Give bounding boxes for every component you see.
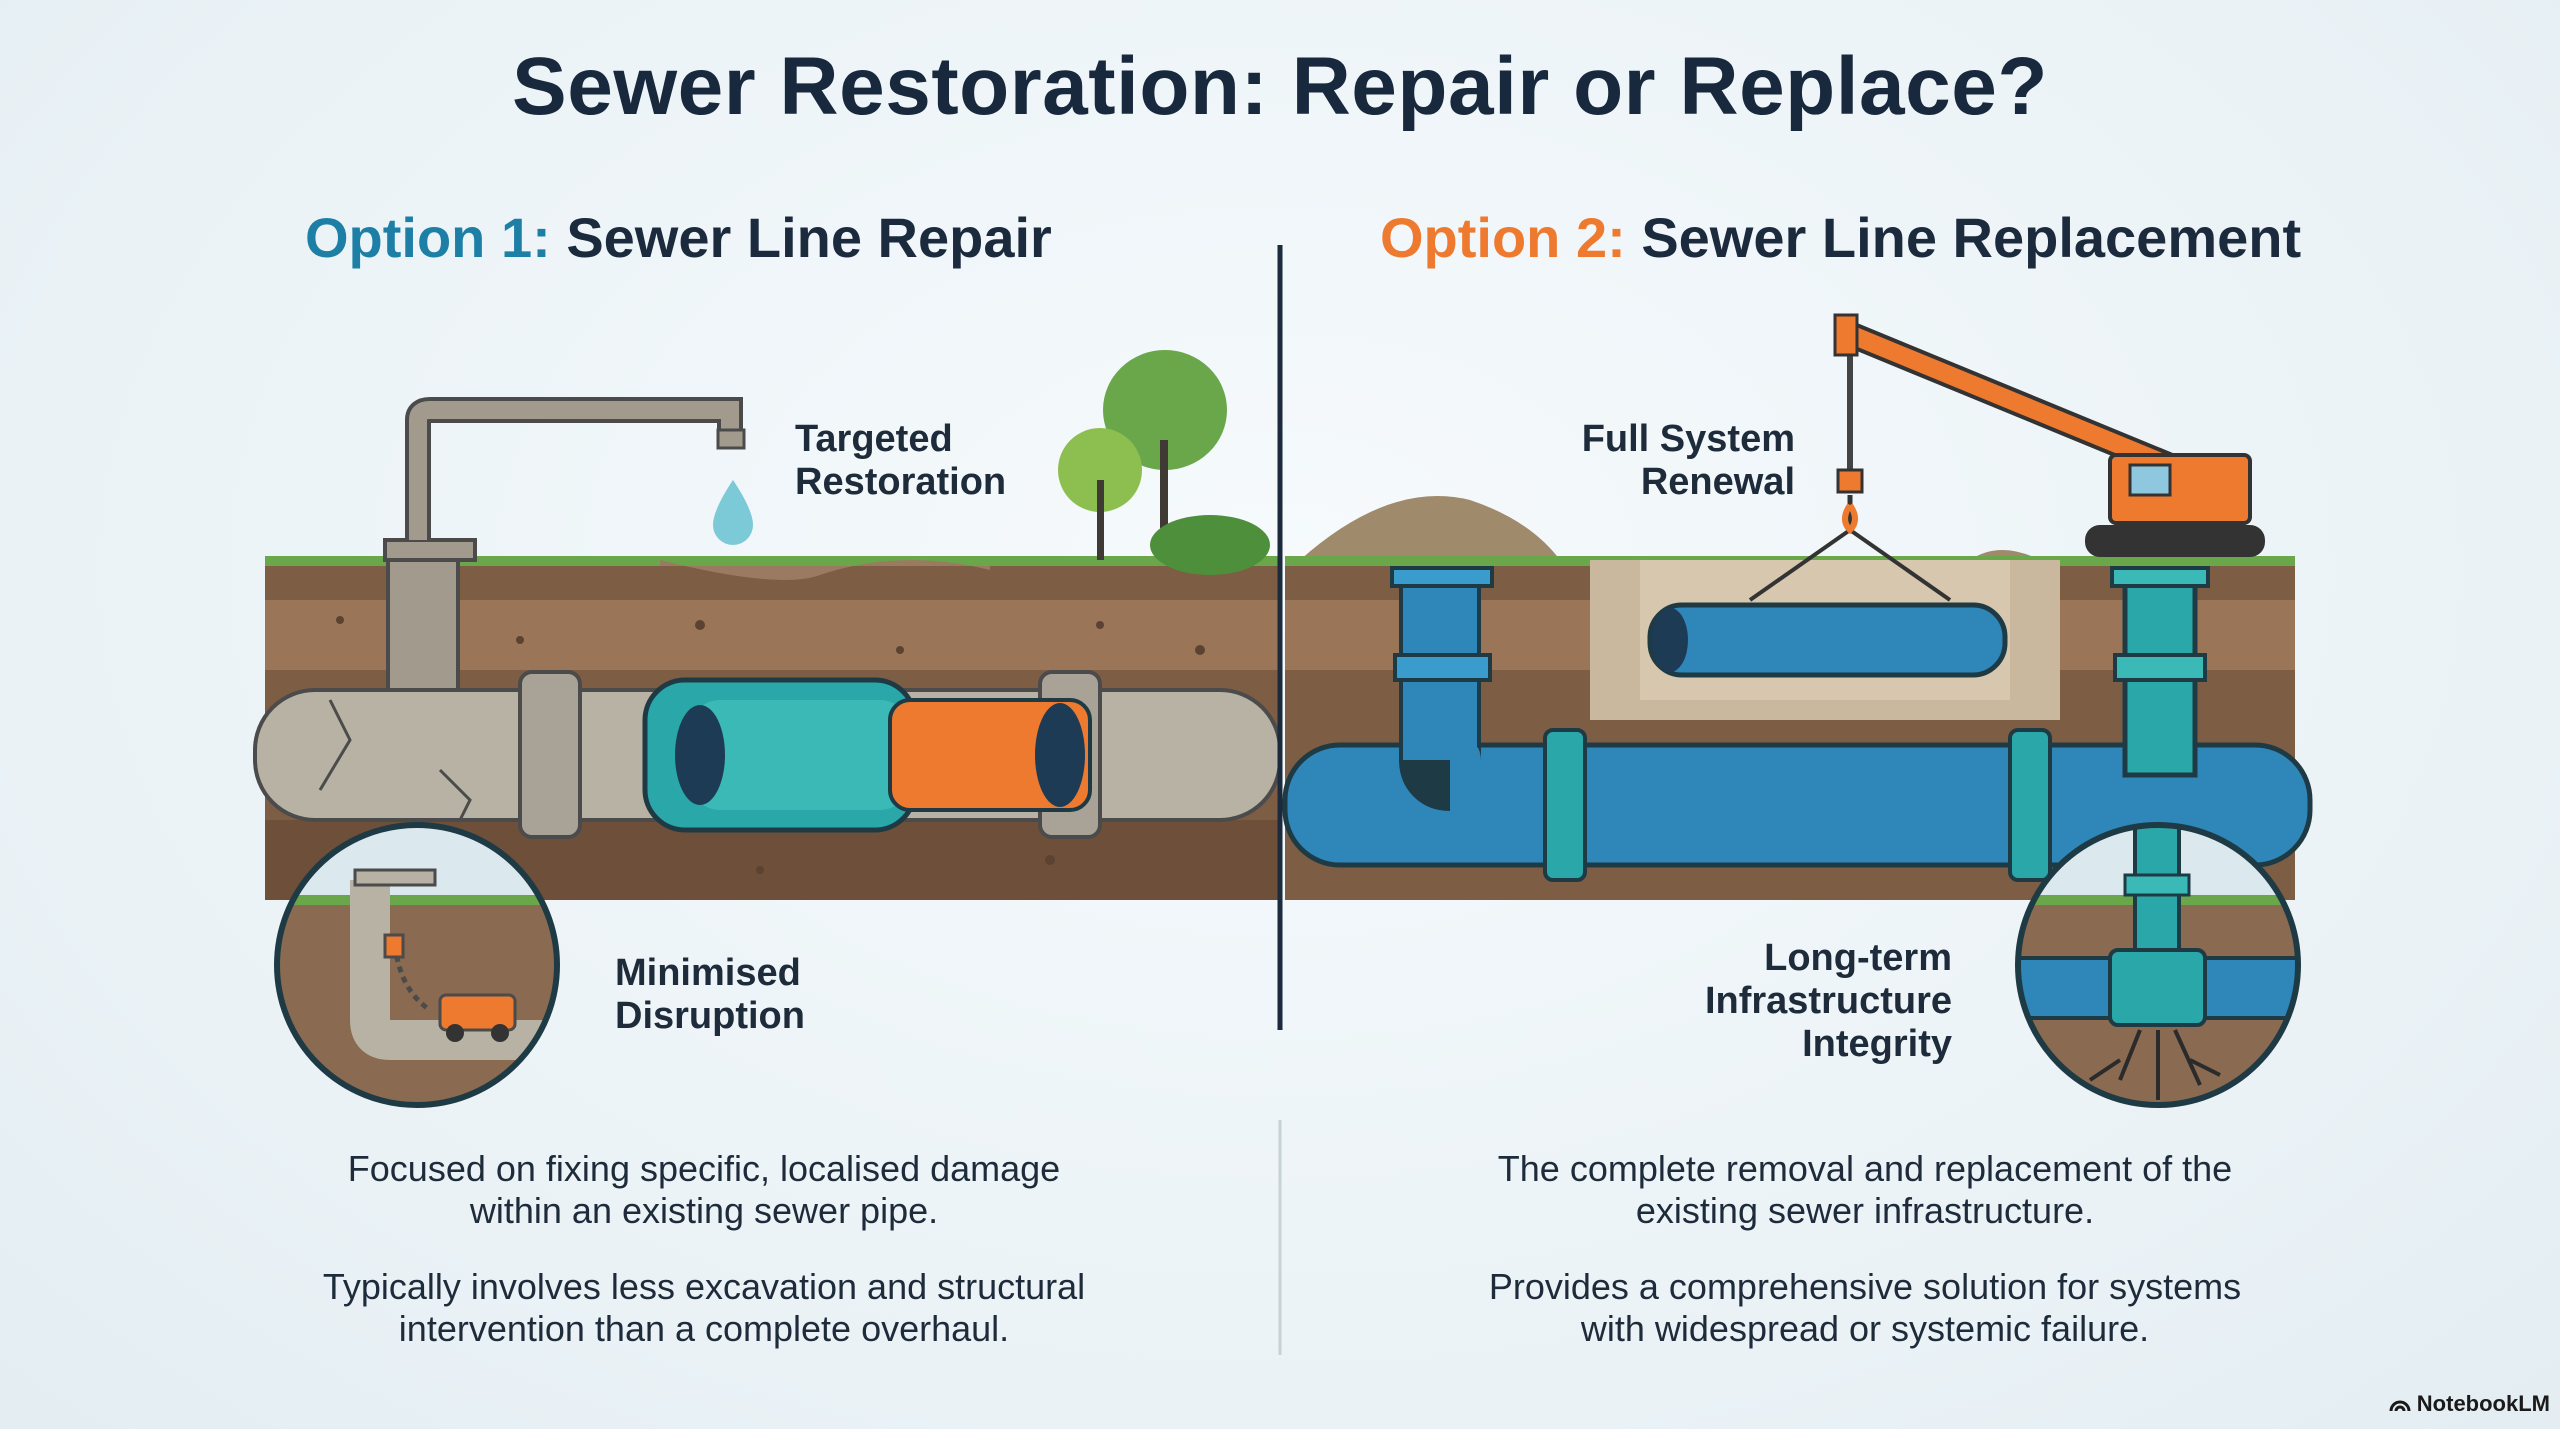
crane-icon bbox=[1748, 313, 2265, 602]
option2-description-a: The complete removal and replacement of … bbox=[1497, 1148, 2233, 1231]
tree-icon bbox=[1058, 350, 1270, 575]
option2-prefix: Option 2: bbox=[1380, 206, 1626, 269]
notebooklm-logo-icon bbox=[2389, 1400, 2411, 1412]
label-full-system-renewal: Full System Renewal bbox=[1581, 418, 1795, 503]
option2-heading: Option 2: Sewer Line Replacement bbox=[1380, 205, 2301, 270]
label-minimised-disruption: Minimised Disruption bbox=[615, 952, 805, 1037]
option1-name: Sewer Line Repair bbox=[566, 206, 1052, 269]
option1-description-a: Focused on fixing specific, localised da… bbox=[347, 1148, 1061, 1231]
option1-heading: Option 1: Sewer Line Repair bbox=[305, 205, 1052, 270]
brand-label: NotebookLM bbox=[2416, 1391, 2550, 1416]
label-long-term-integrity: Long-term Infrastructure Integrity bbox=[1704, 937, 1952, 1065]
label-targeted-restoration: Targeted Restoration bbox=[795, 418, 1007, 503]
option2-name: Sewer Line Replacement bbox=[1641, 206, 2302, 269]
minimised-disruption-inset bbox=[274, 822, 560, 1108]
pipe-liner bbox=[642, 677, 1092, 833]
page-title: Sewer Restoration: Repair or Replace? bbox=[512, 41, 2048, 132]
option1-description-b: Typically involves less excavation and s… bbox=[322, 1266, 1086, 1349]
infrastructure-integrity-inset bbox=[2015, 822, 2301, 1108]
new-pipe bbox=[1282, 566, 2313, 882]
option1-prefix: Option 1: bbox=[305, 206, 551, 269]
notebooklm-watermark: NotebookLM bbox=[2389, 1391, 2550, 1417]
faucet-icon bbox=[383, 397, 753, 692]
option2-description-b: Provides a comprehensive solution for sy… bbox=[1488, 1266, 2242, 1349]
